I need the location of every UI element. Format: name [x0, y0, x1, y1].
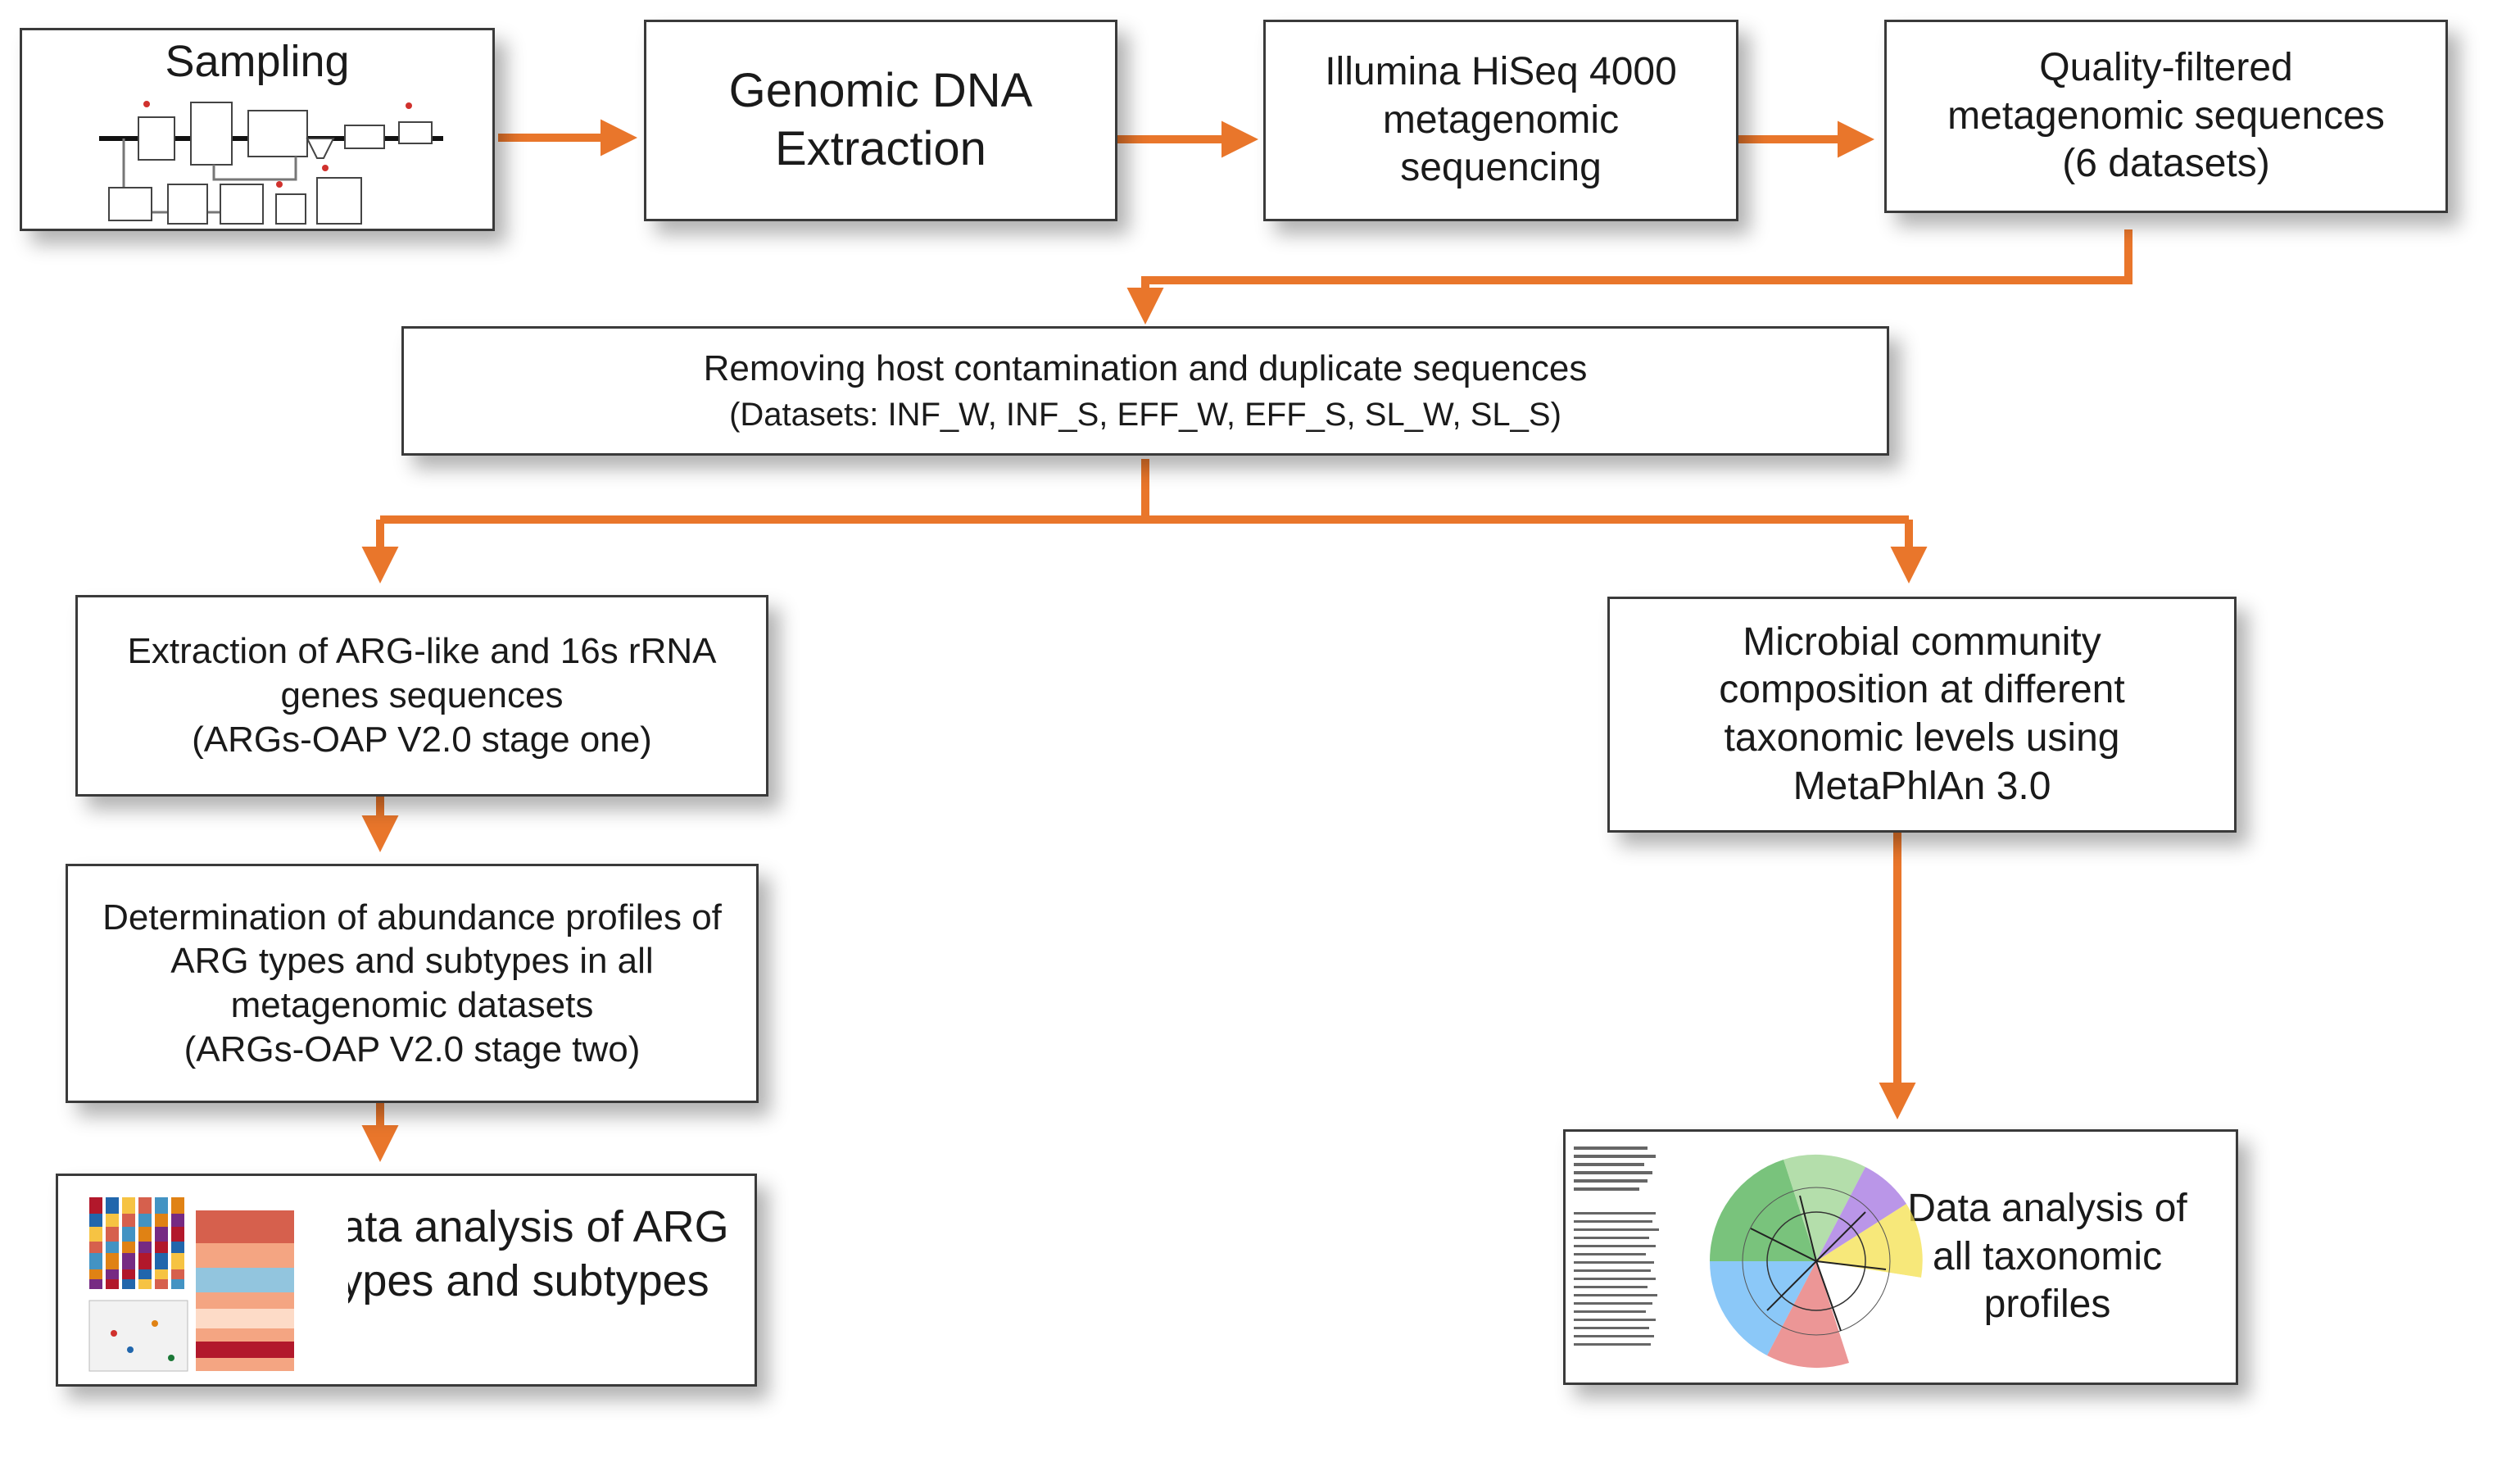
taxonomic-line-3: profiles: [1983, 1283, 2111, 1327]
quality-line-1: Quality-filtered: [2039, 46, 2293, 90]
arg-extraction-line-2: genes sequences: [280, 675, 564, 716]
arg-extraction-line-3: (ARGs-OAP V2.0 stage one): [192, 719, 652, 760]
microbial-line-3: taxonomic levels using: [1724, 716, 2120, 760]
sequencing-node: Illumina HiSeq 4000 metagenomic sequenci…: [1263, 20, 1738, 221]
quality-line-3: (6 datasets): [2062, 142, 2270, 186]
sampling-node: Sampling: [20, 28, 495, 231]
taxonomic-analysis-node: Data analysis of all taxonomic profiles: [1563, 1129, 2238, 1385]
abundance-profiles-node: Determination of abundance profiles of A…: [66, 864, 759, 1103]
removing-host-node: Removing host contamination and duplicat…: [401, 326, 1889, 456]
dna-extraction-node: Genomic DNA Extraction: [644, 20, 1117, 221]
arg-charts-thumbnail: [88, 1197, 348, 1372]
dna-extraction-line-2: Extraction: [775, 122, 986, 175]
taxonomic-line-2: all taxonomic: [1932, 1234, 2163, 1278]
removing-line-1: Removing host contamination and duplicat…: [703, 347, 1588, 388]
abundance-line-2: ARG types and subtypes in all: [170, 941, 654, 982]
arrow-quality-to-removing: [1126, 229, 2132, 325]
microbial-line-4: MetaPhlAn 3.0: [1793, 764, 2051, 808]
abundance-line-4: (ARGs-OAP V2.0 stage two): [184, 1028, 641, 1069]
microbial-community-node: Microbial community composition at diffe…: [1607, 597, 2237, 833]
sampling-process-thumbnail: [99, 101, 443, 225]
quality-line-2: metagenomic sequences: [1947, 93, 2385, 138]
arg-analysis-line-1: Data analysis of ARG: [308, 1202, 729, 1251]
removing-line-2: (Datasets: INF_W, INF_S, EFF_W, EFF_S, S…: [729, 397, 1561, 434]
microbial-line-1: Microbial community: [1743, 620, 2101, 664]
cladogram-thumbnail: [1574, 1146, 1923, 1369]
abundance-line-3: metagenomic datasets: [230, 985, 594, 1025]
abundance-line-1: Determination of abundance profiles of: [102, 897, 722, 938]
sequencing-line-3: sequencing: [1400, 146, 1602, 190]
arg-analysis-line-2: types and subtypes: [328, 1255, 709, 1305]
quality-filtered-node: Quality-filtered metagenomic sequences (…: [1884, 20, 2448, 213]
taxonomic-line-1: Data analysis of: [1907, 1187, 2187, 1231]
sequencing-line-1: Illumina HiSeq 4000: [1325, 50, 1677, 94]
sequencing-line-2: metagenomic: [1382, 98, 1620, 142]
arg-analysis-node: Data analysis of ARG types and subtypes: [56, 1174, 757, 1387]
arg-extraction-line-1: Extraction of ARG-like and 16s rRNA: [127, 631, 717, 672]
sampling-title: Sampling: [165, 37, 350, 86]
microbial-line-2: composition at different: [1719, 668, 2125, 712]
arg-extraction-node: Extraction of ARG-like and 16s rRNA gene…: [75, 595, 768, 797]
dna-extraction-line-1: Genomic DNA: [728, 64, 1033, 118]
